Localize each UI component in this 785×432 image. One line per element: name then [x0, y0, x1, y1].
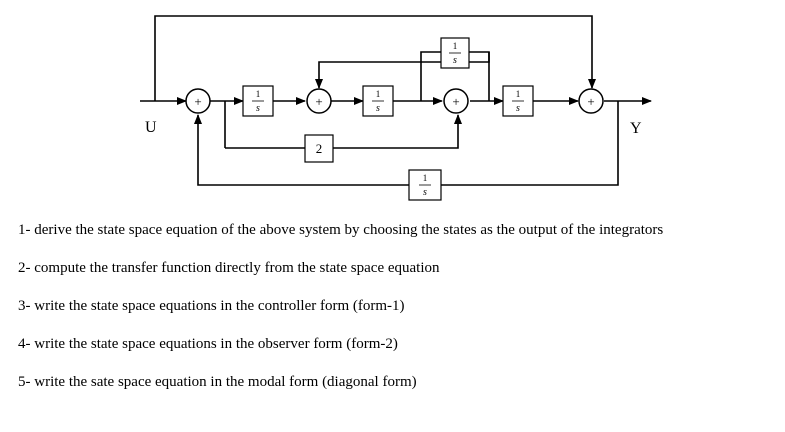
sum-sign: + [452, 94, 459, 109]
sum-junction-2: + [306, 88, 332, 114]
question-1: 1- derive the state space equation of th… [18, 222, 664, 238]
upper-loop-left [469, 51, 490, 101]
integrator-denominator: s [453, 55, 457, 66]
gain-block: 2 [304, 134, 334, 163]
integrator-numerator: 1 [256, 89, 261, 99]
upper-loop-return [315, 52, 490, 89]
question-2: 2- compute the transfer function directl… [18, 260, 440, 276]
integrator-block-2: 1 s [362, 85, 394, 117]
gain-label: 2 [316, 141, 323, 156]
gain-path-out [333, 114, 462, 149]
sum-sign: + [194, 94, 201, 109]
upper-loop-right [420, 51, 441, 101]
integrator-numerator: 1 [423, 173, 428, 183]
sum-junction-4: + [578, 88, 604, 114]
integrator-denominator: s [516, 103, 520, 114]
question-4: 4- write the state space equations in th… [18, 336, 398, 352]
output-label: Y [630, 120, 642, 137]
integrator-block-1: 1 s [242, 85, 274, 117]
integrator-denominator: s [423, 187, 427, 198]
integrator-denominator: s [256, 103, 260, 114]
integrator-block-upper: 1 s [440, 37, 470, 69]
sum-junction-3: + [443, 88, 469, 114]
block-diagram: + + + + 1 s 1 s 1 s 1 s 1 s [140, 15, 652, 201]
sum-junction-1: + [185, 88, 211, 114]
sum-sign: + [315, 94, 322, 109]
integrator-numerator: 1 [516, 89, 521, 99]
integrator-numerator: 1 [453, 41, 458, 51]
integrator-block-3: 1 s [502, 85, 534, 117]
feedforward-path [154, 15, 596, 101]
sum-sign: + [587, 94, 594, 109]
integrator-numerator: 1 [376, 89, 381, 99]
question-3: 3- write the state space equations in th… [18, 298, 405, 314]
lower-feedback-right [441, 101, 619, 186]
input-label: U [145, 119, 157, 136]
integrator-denominator: s [376, 103, 380, 114]
question-5: 5- write the sate space equation in the … [18, 374, 417, 390]
lower-feedback-left [194, 114, 409, 186]
integrator-block-feedback: 1 s [408, 169, 442, 201]
